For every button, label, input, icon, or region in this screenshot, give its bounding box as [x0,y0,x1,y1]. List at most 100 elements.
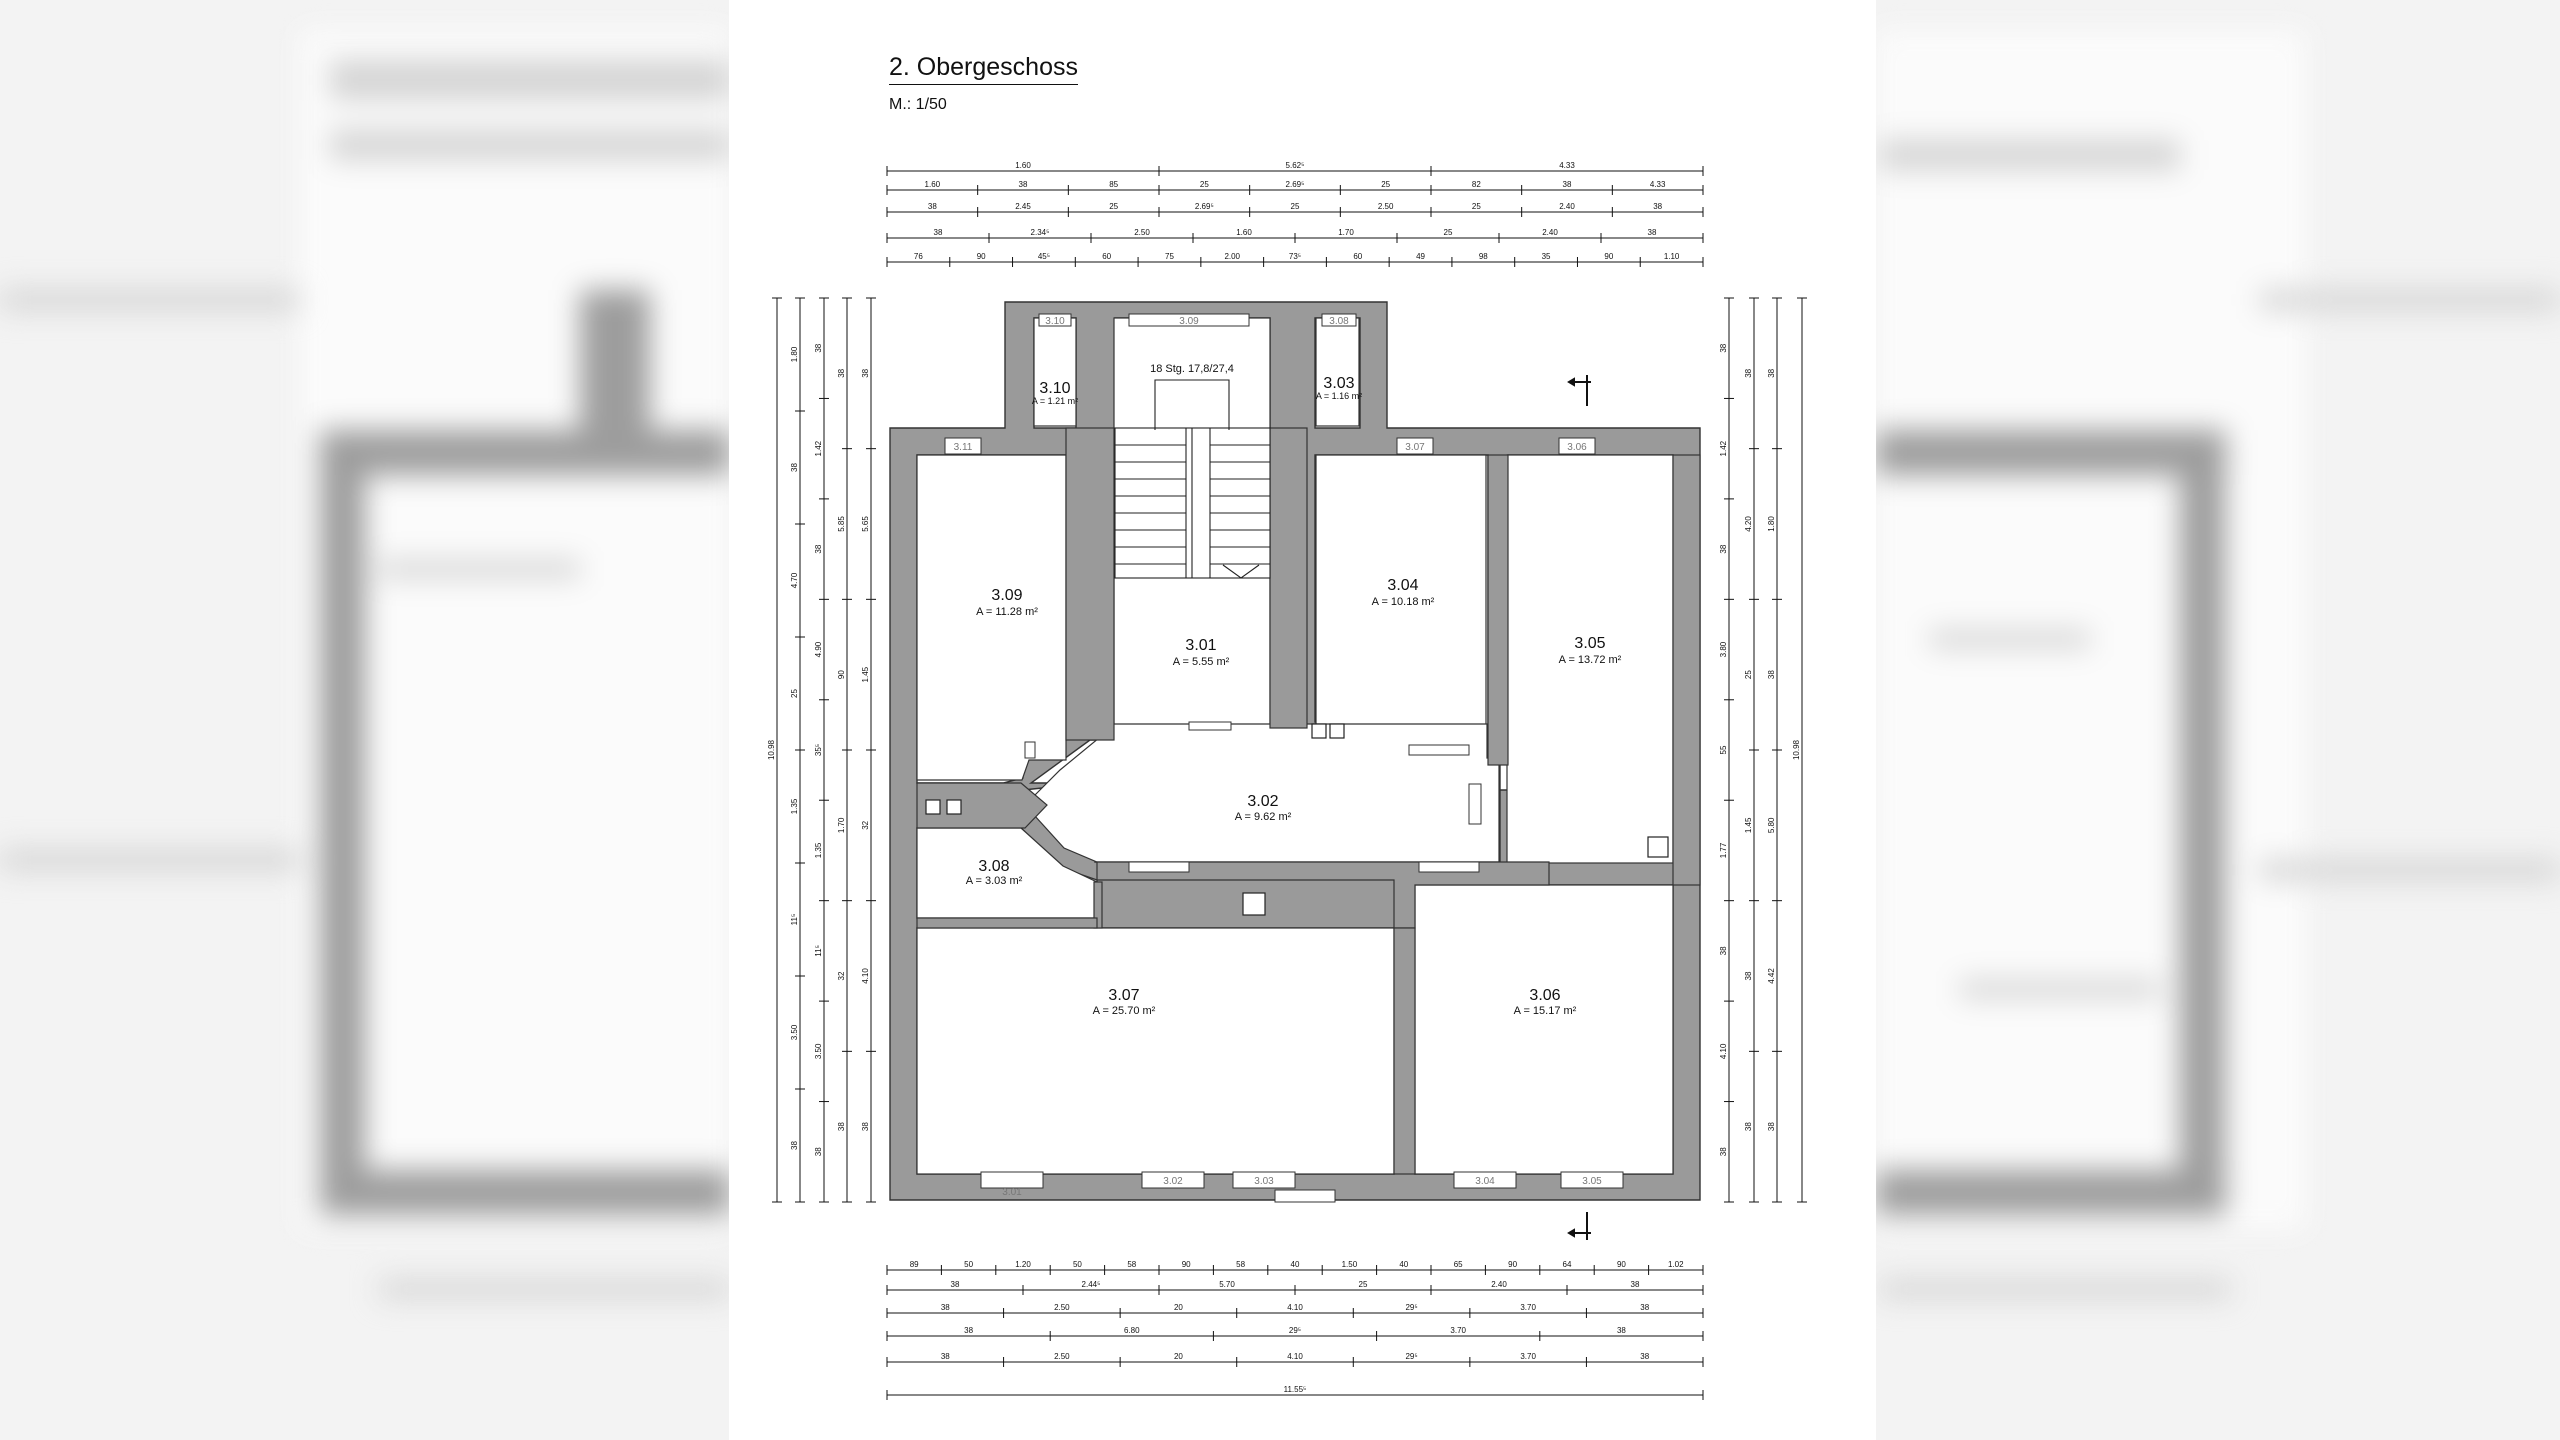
dimension-label: 38 [837,1122,846,1131]
dimension-label: 5.85 [837,516,846,532]
dimension-label: 38 [1640,1303,1649,1312]
dimension-label: 25 [1200,180,1209,189]
dimension-label: 2.50 [1054,1303,1070,1312]
dimension-label: 5.65 [861,516,870,532]
dimension-label: 4.10 [1287,1303,1303,1312]
dimension-label: 25 [1472,202,1481,211]
dimension-label: 1.45 [861,666,870,682]
plan-title: 2. Obergeschoss [889,53,1078,85]
room-area: A = 9.62 m² [1235,811,1292,823]
dimension-label: 64 [1563,1260,1572,1269]
front-door-threshold [1274,1189,1336,1203]
dimension-label: 38 [1719,343,1728,352]
dimension-label: 20 [1174,1352,1183,1361]
dimension-label: 38 [1767,1122,1776,1131]
dimension-label: 58 [1236,1260,1245,1269]
dimension-label: 25 [1291,202,1300,211]
dimension-label: 38 [951,1280,960,1289]
dimension-label: 38 [790,1141,799,1150]
dimension-label: 40 [1291,1260,1300,1269]
dimension-label: 38 [1563,180,1572,189]
dimension-label: 98 [1479,252,1488,261]
dimension-label: 38 [814,1147,823,1156]
room-area: A = 5.55 m² [1173,656,1230,668]
dimension-label: 1.10 [1664,252,1680,261]
dimension-label: 6.80 [1124,1326,1140,1335]
dimension-label: 38 [1744,971,1753,980]
dimension-label: 1.35 [790,798,799,814]
window-label-bottom: 3.03 [1254,1176,1274,1187]
dimension-label: 90 [1617,1260,1626,1269]
dimension-label: 2.40 [1491,1280,1507,1289]
dimension-label: 38 [1744,368,1753,377]
dimension-label: 2.40 [1542,228,1558,237]
dimension-label: 4.33 [1559,161,1575,170]
dimension-label: 38 [1640,1352,1649,1361]
dimension-label: 73⁵ [1289,252,1301,261]
dimension-label: 65 [1454,1260,1463,1269]
dimension-label: 1.80 [1767,516,1776,532]
dimension-label: 1.50 [1342,1260,1358,1269]
staircase [1114,379,1271,579]
dimension-label: 4.42 [1767,968,1776,984]
window-label-top: 3.11 [954,442,973,453]
dimension-label: 29⁵ [1289,1326,1301,1335]
dimension-label: 10.98 [1792,739,1801,760]
dimension-label: 25 [1359,1280,1368,1289]
dimension-label: 49 [1416,252,1425,261]
dimension-label: 90 [1508,1260,1517,1269]
dimension-label: 3.80 [1719,641,1728,657]
dimension-label: 90 [1182,1260,1191,1269]
dimension-label: 45⁵ [1038,252,1050,261]
dimension-label: 1.60 [1015,161,1031,170]
dimension-label: 25 [1444,228,1453,237]
dimension-label: 5.62⁵ [1286,161,1305,170]
dimension-label: 4.20 [1744,516,1753,532]
dimension-label: 3.70 [1520,1303,1536,1312]
dimension-label: 25 [790,689,799,698]
dimension-label: 11.55⁵ [1284,1385,1307,1394]
dimension-label: 1.42 [1719,440,1728,456]
dimension-label: 40 [1399,1260,1408,1269]
dimension-lines-left: 10.981.80384.70251.3511⁵3.5038381.42384.… [767,297,876,1203]
dimension-label: 4.10 [1719,1043,1728,1059]
floor-plan-drawing: 18 Stg. 17,8/27,4 3.10 3.09 3.08 3.11 3.… [767,161,1807,1400]
dimension-label: 38 [1631,1280,1640,1289]
dimension-label: 35 [1542,252,1551,261]
room-area: A = 1.21 m² [1032,396,1078,406]
dimension-label: 2.69⁵ [1195,202,1214,211]
dimension-label: 1.20 [1015,1260,1031,1269]
room-area: A = 10.18 m² [1372,596,1435,608]
dimension-label: 4.10 [1287,1352,1303,1361]
dimension-label: 38 [1719,946,1728,955]
room-number: 3.06 [1529,987,1560,1004]
dimension-label: 38 [941,1352,950,1361]
room-area: A = 25.70 m² [1093,1005,1156,1017]
room-area: A = 3.03 m² [966,875,1023,887]
dimension-label: 3.50 [814,1043,823,1059]
room-area: A = 13.72 m² [1559,654,1622,666]
dimension-label: 90 [837,670,846,679]
dimension-label: 38 [861,1122,870,1131]
door-openings [1024,721,1482,873]
dimension-label: 38 [837,368,846,377]
dimension-label: 76 [914,252,923,261]
room-number: 3.01 [1185,637,1216,654]
dimension-label: 25 [1109,202,1118,211]
room-number: 3.03 [1323,375,1354,392]
dimension-label: 5.80 [1767,817,1776,833]
dimension-label: 50 [964,1260,973,1269]
plan-scale: M.: 1/50 [889,96,947,113]
dimension-label: 5.70 [1219,1280,1235,1289]
dimension-label: 2.50 [1378,202,1394,211]
room-number: 3.05 [1574,635,1605,652]
window-label-top: 3.09 [1179,316,1199,327]
dimension-label: 60 [1102,252,1111,261]
dimension-label: 38 [814,544,823,553]
dimension-label: 38 [928,202,937,211]
window-label-bottom: 3.05 [1582,1176,1602,1187]
dimension-label: 2.50 [1134,228,1150,237]
